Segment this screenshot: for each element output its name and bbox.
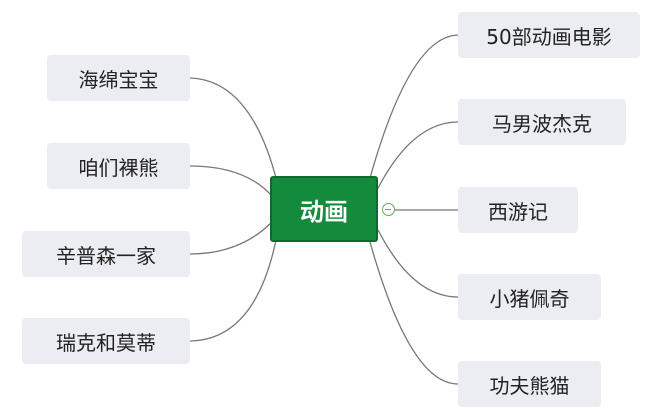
minus-circle-icon[interactable]: [382, 203, 395, 216]
link-xiaozhu: [373, 221, 459, 298]
topic-xiaozhu-peiqi[interactable]: 小猪佩奇: [458, 274, 601, 320]
link-manan: [373, 121, 459, 197]
central-topic[interactable]: 动画: [270, 176, 378, 242]
topic-manan-bojieke[interactable]: 马男波杰克: [458, 99, 626, 145]
link-zanmen: [189, 165, 273, 197]
topic-label: 辛普森一家: [56, 243, 156, 268]
topic-label: 咱们裸熊: [78, 155, 159, 180]
topic-xinpusen-yijia[interactable]: 辛普森一家: [22, 231, 190, 277]
central-topic-label: 动画: [300, 197, 348, 226]
topic-label: 西游记: [488, 199, 548, 224]
topic-gongfu-xiongmao[interactable]: 功夫熊猫: [458, 361, 601, 407]
topic-label: 功夫熊猫: [489, 373, 570, 398]
topic-xiyouji[interactable]: 西游记: [458, 187, 578, 233]
topic-zanmen-luoxiong[interactable]: 咱们裸熊: [47, 143, 190, 189]
topic-ruike-he-modi[interactable]: 瑞克和莫蒂: [22, 318, 190, 364]
link-haimian: [189, 77, 277, 179]
link-50bu: [369, 34, 459, 179]
topic-haimian-baobao[interactable]: 海绵宝宝: [47, 55, 190, 101]
topic-label: 海绵宝宝: [78, 67, 159, 92]
topic-label: 小猪佩奇: [489, 286, 570, 311]
link-ruike: [189, 239, 277, 342]
link-xinpusen: [189, 221, 273, 255]
topic-50-animated-films[interactable]: 50部动画电影: [458, 12, 640, 58]
topic-label: 50部动画电影: [486, 24, 612, 49]
link-gongfu: [369, 241, 459, 385]
topic-label: 马男波杰克: [492, 111, 592, 136]
topic-label: 瑞克和莫蒂: [56, 330, 156, 355]
